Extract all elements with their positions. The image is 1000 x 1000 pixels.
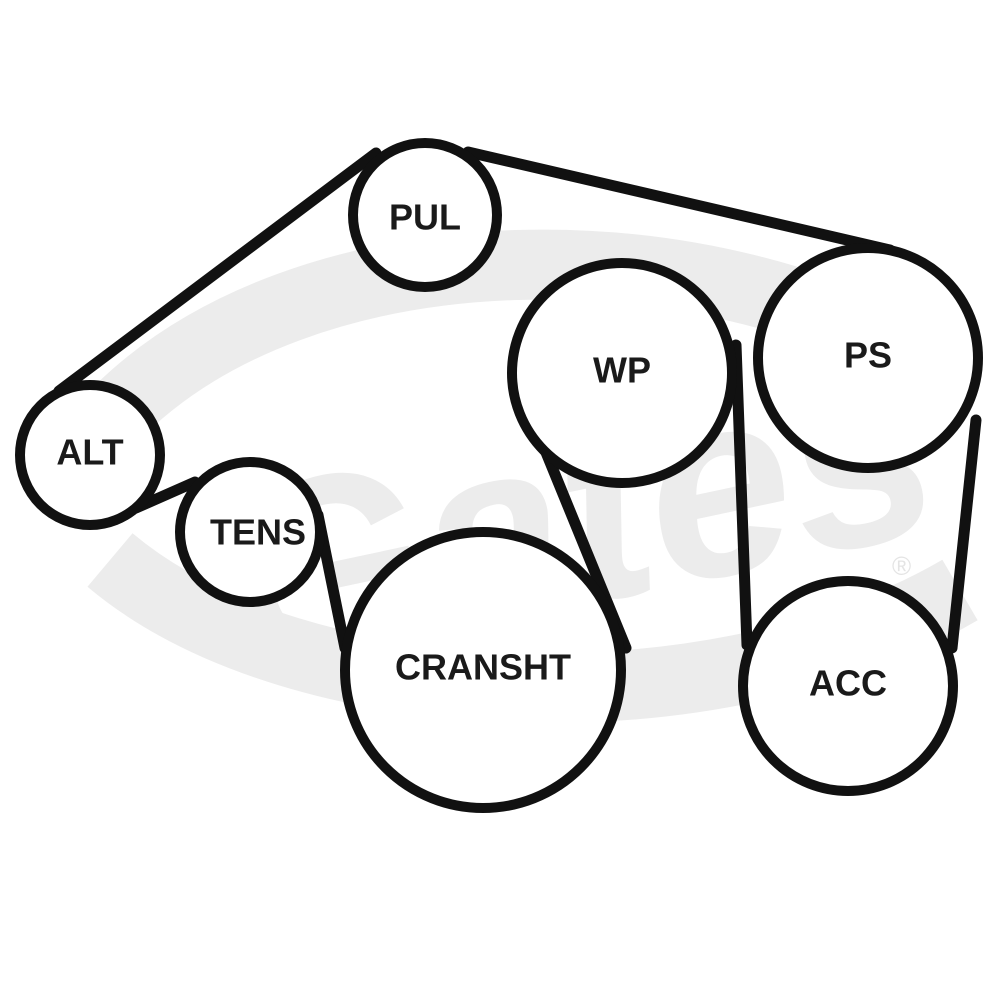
belt-segment-pul-alt (53, 147, 382, 397)
ps-label: PS (844, 335, 892, 376)
wp-pulley-circle (507, 258, 737, 488)
ps-pulley-circle (753, 243, 983, 473)
pul-label: PUL (389, 197, 461, 238)
belt-segment-pul-ps (462, 146, 896, 256)
belt-segment-acc-wp (730, 339, 753, 651)
pulley-cranksht: CRANSHT (340, 527, 626, 813)
belt-segment-ps-acc (946, 414, 982, 654)
tens-label: TENS (210, 512, 306, 553)
cranksht-pulley-circle (340, 527, 626, 813)
pulley-acc: ACC (738, 576, 958, 796)
wp-label: WP (593, 350, 651, 391)
pulley-wp: WP (507, 258, 737, 488)
pul-pulley-circle (348, 138, 502, 292)
watermark-registered-mark: ® (892, 551, 911, 581)
pulley-pul: PUL (348, 138, 502, 292)
acc-pulley-circle (738, 576, 958, 796)
alt-label: ALT (56, 432, 123, 473)
alt-pulley-circle (15, 380, 165, 530)
acc-label: ACC (809, 663, 887, 704)
pulley-tens: TENS (175, 457, 325, 607)
cranksht-label: CRANSHT (395, 647, 571, 688)
pulley-alt: ALT (15, 380, 165, 530)
tens-pulley-circle (175, 457, 325, 607)
pulley-ps: PS (753, 243, 983, 473)
